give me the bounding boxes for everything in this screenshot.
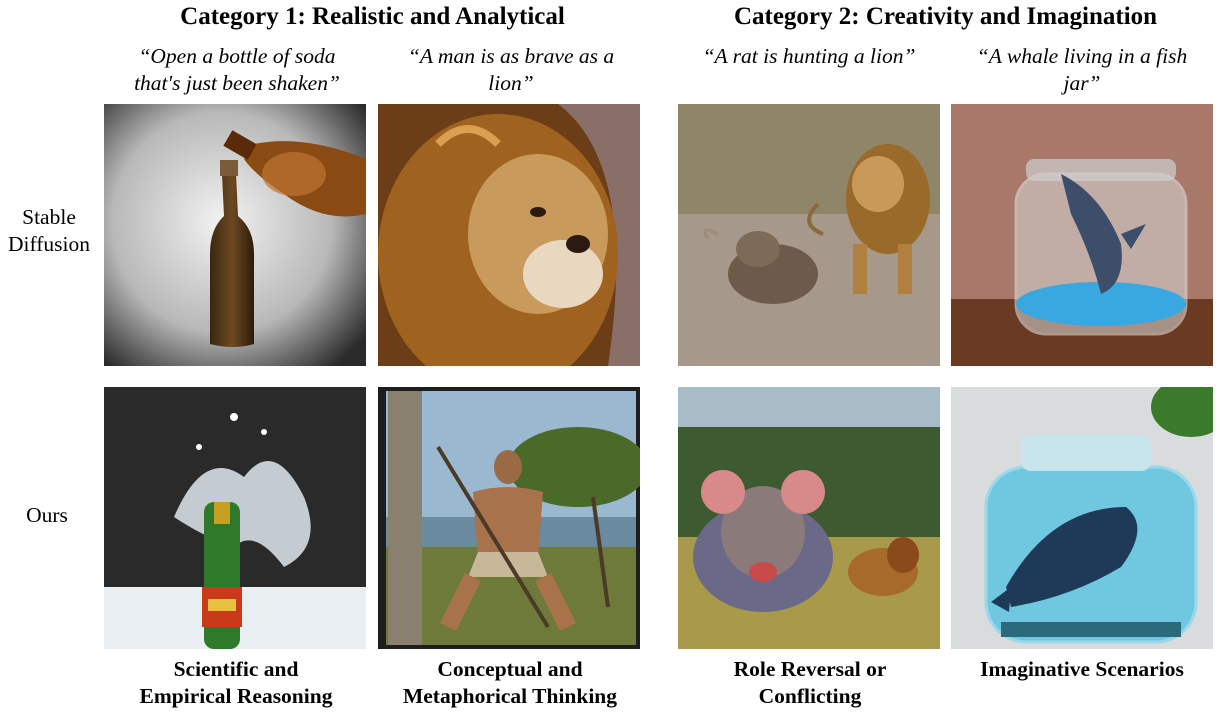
caption-conceptual-metaphorical-line1: Conceptual and	[437, 657, 583, 681]
row-label-stable-diffusion-line2: Diffusion	[7, 232, 91, 256]
prompt-brave-man-line1: “A man is as brave as a	[407, 44, 615, 68]
caption-role-reversal-line2: Conflicting	[758, 684, 862, 708]
image-sd-rat-lion	[678, 104, 940, 366]
category-2-title: Category 2: Creativity and Imagination	[733, 3, 1158, 30]
caption-role-reversal: Role Reversal or Conflicting	[672, 656, 948, 710]
caption-scientific-empirical-line2: Empirical Reasoning	[139, 684, 333, 708]
image-ours-soda-splash	[104, 387, 366, 649]
row-label-stable-diffusion-line1: Stable	[22, 205, 76, 229]
image-sd-lion-face	[378, 104, 640, 366]
caption-imaginative-scenarios: Imaginative Scenarios	[980, 657, 1184, 681]
caption-conceptual-metaphorical-line2: Metaphorical Thinking	[402, 684, 618, 708]
caption-conceptual-metaphorical: Conceptual and Metaphorical Thinking	[372, 656, 648, 710]
prompt-soda-line2: that's just been shaken”	[134, 71, 340, 95]
caption-role-reversal-line1: Role Reversal or	[733, 657, 887, 681]
caption-scientific-empirical: Scientific and Empirical Reasoning	[98, 656, 374, 710]
prompt-brave-man-line2: lion”	[488, 71, 534, 95]
prompt-whale-jar-line2: jar”	[1063, 71, 1101, 95]
category-1-title: Category 1: Realistic and Analytical	[180, 3, 565, 30]
prompt-brave-man: “A man is as brave as a lion”	[366, 43, 656, 97]
image-ours-whale-jar	[951, 387, 1213, 649]
image-sd-soda-bottle	[104, 104, 366, 366]
image-ours-warrior	[378, 387, 640, 649]
prompt-rat-lion-line1: “A rat is hunting a lion”	[702, 44, 916, 68]
prompt-soda-line1: “Open a bottle of soda	[138, 44, 336, 68]
prompt-whale-jar-line1: “A whale living in a fish	[976, 44, 1188, 68]
caption-scientific-empirical-line1: Scientific and	[173, 657, 299, 681]
prompt-whale-jar: “A whale living in a fish jar”	[937, 43, 1220, 97]
image-sd-whale-jar	[951, 104, 1213, 366]
image-ours-rat-lion	[678, 387, 940, 649]
row-label-ours: Ours	[26, 503, 68, 527]
prompt-rat-lion: “A rat is hunting a lion”	[664, 43, 954, 70]
row-label-stable-diffusion: Stable Diffusion	[0, 204, 98, 258]
prompt-soda: “Open a bottle of soda that's just been …	[92, 43, 382, 97]
